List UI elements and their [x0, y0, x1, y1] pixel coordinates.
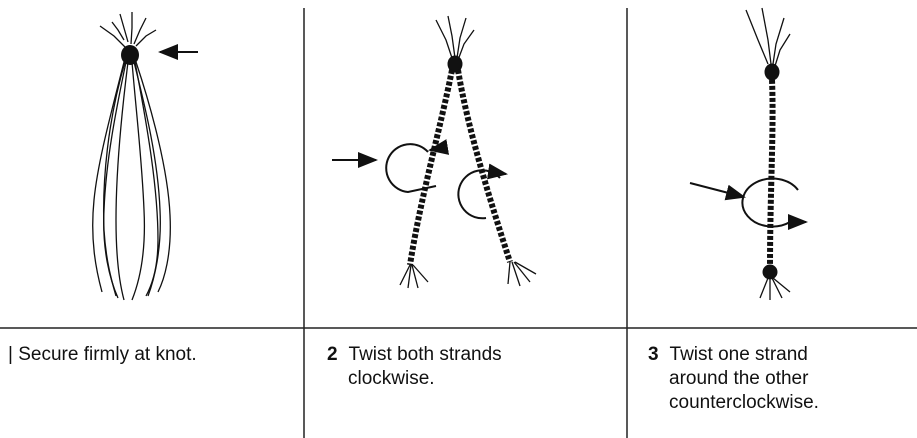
step-2-caption: 2 Twist both strands clockwise.	[327, 343, 502, 391]
step-3-caption: 3 Twist one strand around the other coun…	[648, 343, 819, 415]
step-2-line-2: clockwise.	[348, 368, 435, 389]
panel-2-strands	[385, 15, 537, 289]
panel-3-cord	[741, 7, 808, 300]
step-2-number: 2	[327, 344, 338, 365]
knot-3	[764, 63, 780, 81]
knot	[121, 45, 139, 65]
step-1-marker: |	[8, 344, 13, 365]
step-1-line-1: Secure firmly at knot.	[18, 344, 197, 365]
step-3-line-2: around the other	[669, 368, 809, 389]
step-3-line-1: Twist one strand	[669, 344, 808, 365]
step-3-line-3: counterclockwise.	[669, 392, 819, 413]
step-3-number: 3	[648, 344, 659, 365]
pointer-arrow-wrap	[689, 182, 746, 201]
step-2-line-1: Twist both strands	[348, 344, 502, 365]
panel-1-fibers	[92, 12, 171, 301]
rotation-arrow-1	[385, 143, 437, 194]
panel-divider-lines	[0, 8, 917, 438]
knot-2	[447, 55, 463, 73]
step-1-caption: | Secure firmly at knot.	[8, 343, 197, 367]
